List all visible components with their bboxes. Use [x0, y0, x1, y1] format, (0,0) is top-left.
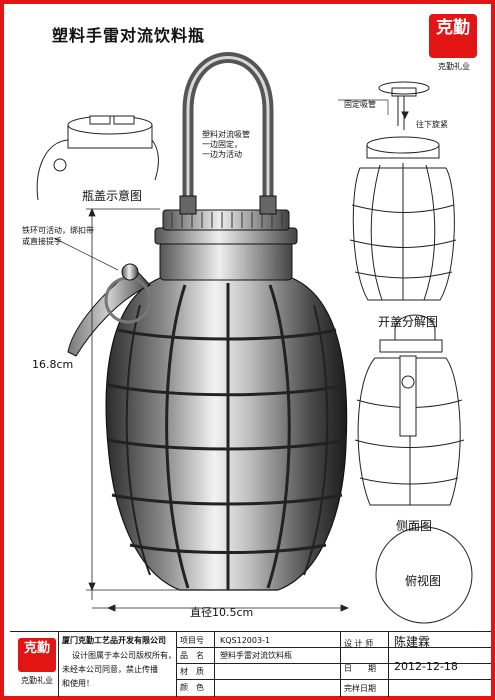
logo-seal: [429, 14, 477, 58]
top-view-drawing: [375, 526, 473, 624]
label-finish-date: 完样日期: [344, 684, 376, 693]
label-date: 日 期: [344, 664, 376, 673]
ring-note-1: 铁环可活动，绑扣带: [22, 226, 94, 235]
title-block: 克勤 克勤礼业 厦门克勤工艺品开发有限公司 设计图属于本公司版权所有， 未经本公…: [10, 631, 491, 697]
logo-label: 克勤礼业: [438, 62, 470, 71]
side-view-label: 侧面图: [396, 519, 433, 533]
label-designer: 设 计 师: [344, 639, 374, 648]
notice-line-3: 和使用！: [62, 679, 94, 688]
height-dimension: 16.8cm: [32, 358, 74, 371]
company-name: 厦门克勤工艺品开发有限公司: [62, 636, 166, 645]
tube-note-3: 一边为活动: [202, 150, 242, 159]
page-title: 塑料手雷对流饮料瓶: [52, 26, 206, 45]
screw-down-label: 往下旋紧: [416, 120, 448, 129]
cap-diagram-label: 瓶盖示意图: [82, 189, 143, 203]
tube-note-2: 一边固定，: [202, 140, 242, 149]
top-view-label: 俯视图: [405, 574, 442, 588]
value-designer: 陈建霖: [394, 635, 431, 649]
logo-top: 克勤 克勤礼业: [421, 14, 487, 74]
notice-line-1: 设计图属于本公司版权所有，: [72, 651, 176, 660]
label-name: 品 名: [180, 651, 204, 660]
label-item-no: 项目号: [180, 636, 204, 645]
value-date: 2012-12-18: [394, 660, 458, 673]
value-name: 塑料手雷对流饮料瓶: [220, 651, 292, 660]
footer-logo-seal: [18, 638, 56, 672]
diameter-dimension: 直径10.5cm: [190, 606, 254, 619]
dimension-lines: [86, 207, 350, 612]
grenade-cap: [154, 209, 298, 281]
grenade-body: [105, 277, 348, 591]
fixed-straw-label: 固定吸管: [344, 100, 376, 109]
value-item-no: KQS12003-1: [220, 636, 271, 645]
logo-seal-text: 克勤: [436, 18, 470, 38]
footer-logo-label: 克勤礼业: [21, 676, 53, 685]
tube-note-1: 塑料对流吸管: [202, 130, 250, 139]
cap-detail-drawing: [36, 115, 159, 201]
footer-logo-seal-text: 克勤: [23, 641, 50, 656]
drawing-artwork: [36, 52, 473, 624]
exploded-view-label: 开盖分解图: [378, 315, 439, 329]
ring-note-2: 或直接提手: [22, 237, 62, 246]
exploded-view-drawing: [349, 81, 457, 301]
label-color: 颜 色: [180, 683, 204, 692]
side-view-drawing: [354, 314, 465, 506]
notice-line-2: 未经本公司同意，禁止传播: [62, 665, 158, 674]
label-material: 材 质: [180, 667, 204, 676]
